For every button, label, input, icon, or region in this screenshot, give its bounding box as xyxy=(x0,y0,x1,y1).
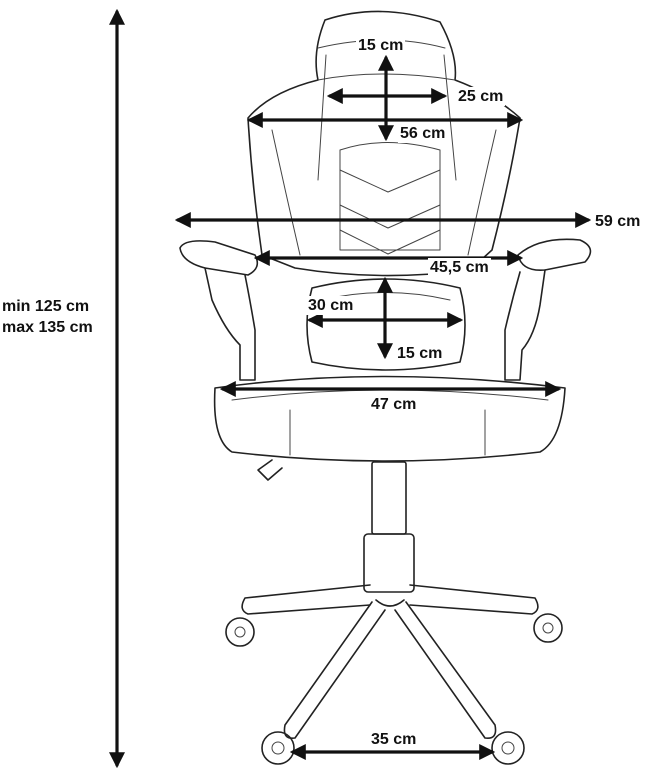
label-backrest-width: 56 cm xyxy=(398,124,448,143)
chair-armrest-right xyxy=(504,238,592,381)
chair-armrest-left xyxy=(179,240,259,381)
label-seat-width: 47 cm xyxy=(369,395,419,414)
label-overall-width: 59 cm xyxy=(593,212,643,231)
label-height-range: min 125 cm max 135 cm xyxy=(0,296,95,338)
label-base-width: 35 cm xyxy=(369,730,419,749)
label-lumbar-width: 30 cm xyxy=(306,296,356,315)
label-headrest-height: 15 cm xyxy=(356,36,406,55)
label-lumbar-height: 15 cm xyxy=(395,344,445,363)
label-height-min: min 125 cm xyxy=(2,298,90,315)
label-headrest-width: 25 cm xyxy=(456,87,506,106)
chair-base xyxy=(241,584,539,740)
label-height-max: max 135 cm xyxy=(2,319,93,336)
dimension-arrows xyxy=(109,8,592,769)
chair-lever xyxy=(257,459,283,481)
chair-gas-lift xyxy=(363,461,415,593)
label-armrest-inner-width: 45,5 cm xyxy=(428,258,491,277)
